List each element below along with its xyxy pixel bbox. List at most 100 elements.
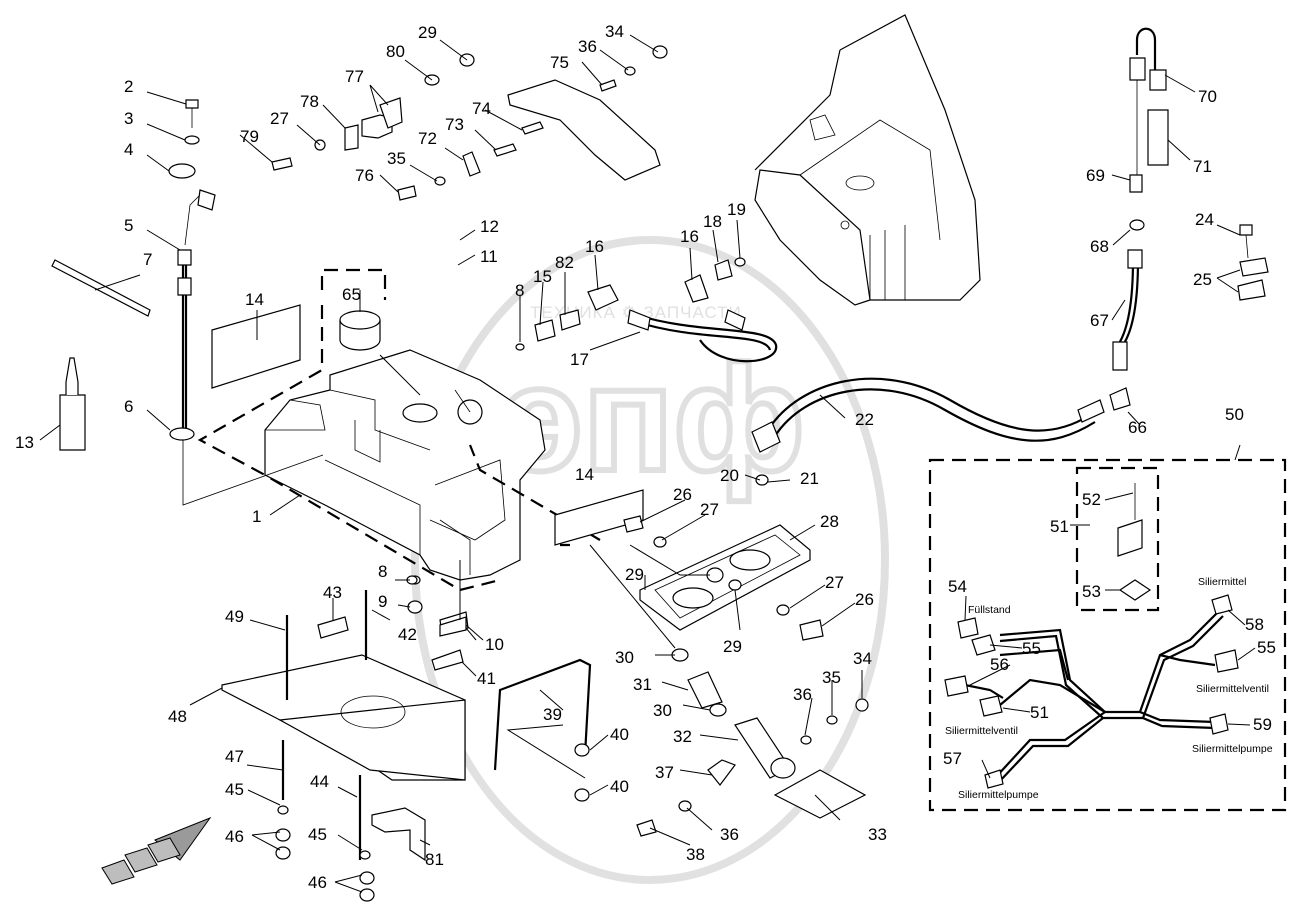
callout-1: 1 [252, 507, 261, 526]
callout-51a: 51 [1050, 517, 1069, 536]
callout-13: 13 [15, 433, 34, 452]
callout-25: 25 [1193, 270, 1212, 289]
hose-long [751, 377, 1131, 453]
callout-51b: 51 [1030, 703, 1049, 722]
callout-30b: 30 [653, 701, 672, 720]
callout-47: 47 [225, 747, 244, 766]
callout-11: 11 [480, 247, 498, 266]
callout-40a: 40 [610, 725, 629, 744]
callout-8b: 8 [378, 562, 387, 581]
callout-56: 56 [990, 655, 1009, 674]
callout-53: 53 [1082, 582, 1101, 601]
callout-10: 10 [485, 635, 504, 654]
callout-14a: 14 [245, 290, 264, 309]
callout-48: 48 [168, 707, 187, 726]
nut-40a [574, 743, 590, 757]
callout-34b: 34 [853, 649, 872, 668]
callout-27c: 27 [825, 573, 844, 592]
callout-28: 28 [820, 512, 839, 531]
callout-35b: 35 [822, 668, 841, 687]
callout-22: 22 [855, 410, 874, 429]
callout-27b: 27 [700, 500, 719, 519]
callout-36b: 36 [793, 685, 812, 704]
cover-plate [507, 79, 661, 181]
callout-9: 9 [378, 592, 387, 611]
label-siliermittelventil-right: Siliermittelventil [1196, 683, 1269, 695]
callout-67: 67 [1090, 311, 1109, 330]
callout-77: 77 [345, 67, 364, 86]
callout-78: 78 [300, 92, 319, 111]
callout-41: 41 [477, 669, 496, 688]
callout-68: 68 [1090, 237, 1109, 256]
callout-26b: 26 [855, 590, 874, 609]
callout-37: 37 [655, 763, 674, 782]
callout-45a: 45 [225, 780, 244, 799]
callout-54: 54 [948, 577, 967, 596]
cartridge [59, 357, 86, 451]
callout-72: 72 [418, 129, 437, 148]
wiring-labels: Füllstand Siliermittel Siliermittelventi… [945, 576, 1273, 801]
level-sensor [169, 189, 324, 506]
label-siliermittelpumpe-right: Siliermittelpumpe [1192, 743, 1273, 755]
callout-58: 58 [1245, 615, 1264, 634]
fitting-20 [755, 474, 769, 486]
float [339, 310, 381, 351]
callout-30a: 30 [615, 648, 634, 667]
wiring-harness [944, 483, 1239, 789]
callout-36c: 36 [720, 825, 739, 844]
hose-top [515, 257, 778, 363]
callout-20: 20 [720, 466, 739, 485]
label-fuellstand: Füllstand [968, 604, 1011, 616]
callout-42: 42 [398, 625, 417, 644]
callout-32: 32 [673, 727, 692, 746]
callout-79: 79 [240, 127, 259, 146]
callout-6: 6 [124, 397, 133, 416]
callout-71: 71 [1193, 157, 1212, 176]
callout-29b: 29 [625, 565, 644, 584]
pump-tray [623, 515, 824, 641]
right-fittings [1112, 27, 1169, 371]
callout-49: 49 [225, 607, 244, 626]
main-tank [264, 349, 546, 581]
label-siliermittelpumpe-left: Siliermittelpumpe [958, 789, 1039, 801]
base-plate [221, 654, 466, 781]
callout-69: 69 [1086, 166, 1105, 185]
callout-57: 57 [943, 749, 962, 768]
callout-8a: 8 [515, 281, 524, 300]
callouts: 1 2 3 4 5 6 7 8 8 9 10 11 12 13 14 14 15… [15, 22, 1276, 892]
callout-75: 75 [550, 53, 569, 72]
nut-40b [574, 788, 590, 802]
callout-59: 59 [1253, 715, 1272, 734]
bolt-washer-flange [168, 99, 200, 179]
callout-81: 81 [425, 850, 444, 869]
leader-lines [39, 34, 1256, 893]
callout-17: 17 [570, 350, 589, 369]
callout-34a: 34 [605, 22, 624, 41]
callout-33: 33 [868, 825, 887, 844]
tank-frame-outline [197, 268, 601, 592]
bracket [371, 807, 426, 862]
callout-19: 19 [727, 200, 746, 219]
callout-45b: 45 [308, 825, 327, 844]
callout-7: 7 [143, 250, 152, 269]
clip-10 [439, 616, 467, 637]
callout-82: 82 [555, 253, 574, 272]
callout-73: 73 [445, 115, 464, 134]
callout-65: 65 [342, 285, 361, 304]
callout-3: 3 [124, 109, 133, 128]
callout-55b: 55 [1257, 638, 1276, 657]
callout-43: 43 [323, 583, 342, 602]
callout-80: 80 [386, 42, 405, 61]
callout-4: 4 [124, 140, 133, 159]
callout-46a: 46 [225, 827, 244, 846]
callout-46b: 46 [308, 873, 327, 892]
callout-66: 66 [1128, 418, 1147, 437]
callout-40b: 40 [610, 777, 629, 796]
direction-arrow-icon [101, 816, 212, 885]
callout-36a: 36 [578, 37, 597, 56]
callout-5: 5 [124, 216, 133, 235]
callout-21: 21 [800, 469, 819, 488]
callout-16a: 16 [585, 237, 604, 256]
label-siliermittelventil-left: Siliermittelventil [945, 725, 1018, 737]
